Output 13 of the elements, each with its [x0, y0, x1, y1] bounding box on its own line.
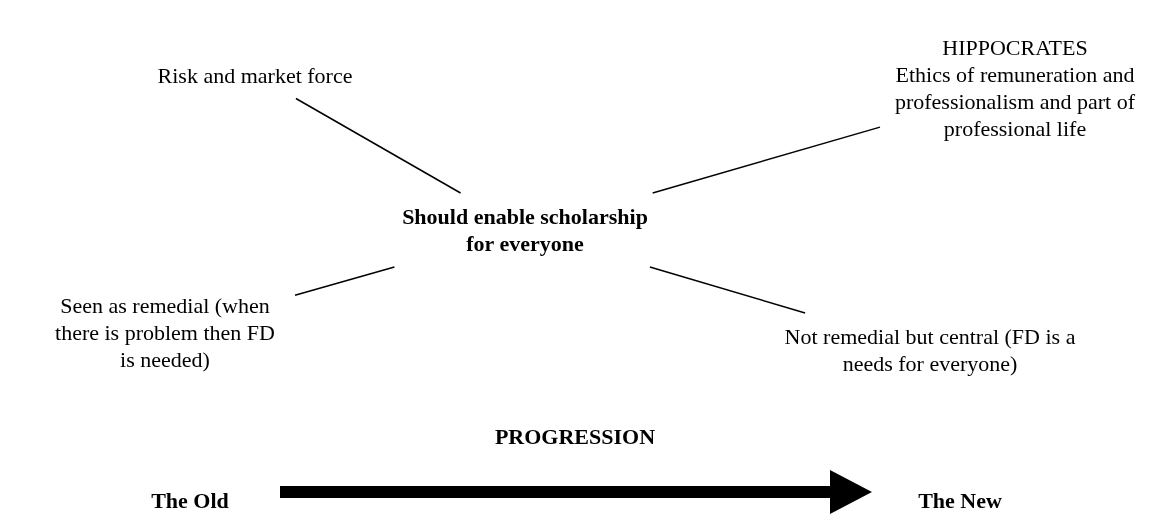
connector-line	[294, 266, 396, 296]
node-text: HIPPOCRATES	[941, 34, 1089, 61]
stage-label: The New	[917, 486, 1003, 514]
node-text: Not remedial but central (FD is a needs for everyone)	[783, 323, 1077, 377]
thick-arrow	[280, 470, 872, 514]
node-text: Ethics of remuneration and professionalism and part of professional life	[893, 61, 1137, 142]
center-heading: Should enable scholarship for everyone	[401, 203, 649, 257]
stage-label: The Old	[150, 486, 230, 514]
node-text: Risk and market force	[156, 61, 354, 89]
connector-line	[649, 266, 806, 314]
node-text: Seen as remedial (when there is problem then FD is needed)	[54, 291, 276, 373]
connector-line	[651, 126, 881, 194]
connector-line	[295, 97, 462, 194]
